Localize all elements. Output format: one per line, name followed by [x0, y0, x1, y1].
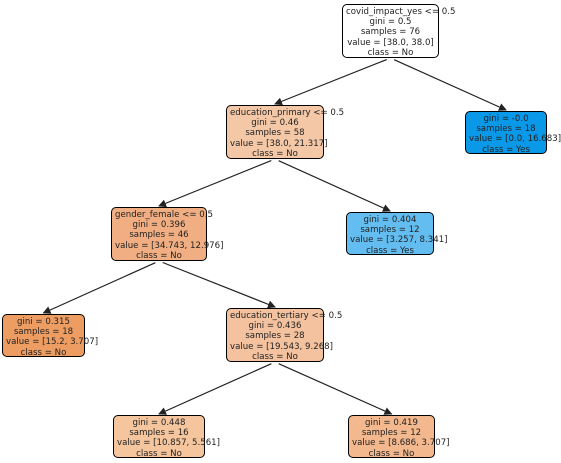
node-text-line: value = [3.257, 8.341]: [350, 235, 448, 246]
node-text-line: samples = 12: [361, 428, 422, 439]
node-text-line: gini = -0.0: [483, 114, 529, 124]
node-text-line: class = No: [252, 351, 298, 362]
node-text-line: value = [38.0, 21.317]: [230, 138, 328, 149]
node-text-line: gini = 0.436: [248, 321, 302, 332]
tree-edge-n6-n7: [158, 363, 272, 415]
node-text-line: samples = 18: [13, 327, 74, 338]
node-text-line: class = Yes: [482, 144, 530, 155]
node-text-line: education_primary <= 0.5: [230, 108, 345, 118]
node-text-line: class = No: [20, 347, 67, 358]
node-text-line: value = [10.857, 5.561]: [117, 438, 220, 449]
node-text-line: class = No: [252, 148, 298, 159]
tree-edge-root-n2: [393, 59, 507, 111]
node-text-line: gini = 0.315: [17, 317, 70, 327]
tree-edge-n3-n5: [42, 262, 156, 314]
node-text-line: samples = 18: [476, 124, 536, 135]
node-text-line: value = [0.0, 16.683]: [469, 134, 561, 145]
node-text-line: gini = 0.46: [251, 118, 299, 129]
node-text-line: value = [15.2, 3.707]: [6, 337, 99, 348]
node-text-line: education_tertiary <= 0.5: [230, 311, 343, 321]
node-text-line: value = [34.743, 12.976]: [115, 240, 224, 251]
node-text-line: samples = 12: [360, 225, 420, 236]
node-text-line: class = No: [136, 448, 182, 459]
node-text-line: value = [19.543, 9.268]: [230, 341, 333, 352]
node-text-line: class = No: [136, 250, 182, 261]
tree-edge-root-n1: [274, 58, 388, 106]
node-text-line: class = No: [368, 448, 415, 459]
node-text-line: covid_impact_yes <= 0.5: [346, 7, 456, 17]
node-text-line: gini = 0.419: [365, 418, 418, 428]
node-text-line: gender_female <= 0.5: [115, 210, 213, 220]
node-text-line: samples = 58: [245, 128, 305, 139]
node-text-line: class = Yes: [366, 245, 414, 256]
node-text-line: gini = 0.404: [363, 215, 417, 225]
node-text-line: samples = 46: [129, 230, 189, 241]
tree-edge-n3-n6: [162, 261, 276, 309]
node-text-line: class = No: [367, 47, 414, 58]
node-text-line: gini = 0.5: [369, 17, 412, 28]
tree-edge-n6-n8: [278, 363, 393, 415]
node-text-line: gini = 0.448: [132, 418, 186, 428]
node-text-line: samples = 28: [245, 331, 305, 342]
node-text-line: value = [8.686, 3.707]: [352, 438, 450, 449]
tree-edge-n1-n3: [158, 159, 272, 208]
tree-edge-n1-n4: [278, 160, 391, 212]
node-text-line: value = [38.0, 38.0]: [347, 37, 434, 48]
node-text-line: gini = 0.396: [132, 220, 186, 231]
node-text-line: samples = 16: [129, 428, 189, 439]
node-text-line: samples = 76: [360, 27, 421, 38]
